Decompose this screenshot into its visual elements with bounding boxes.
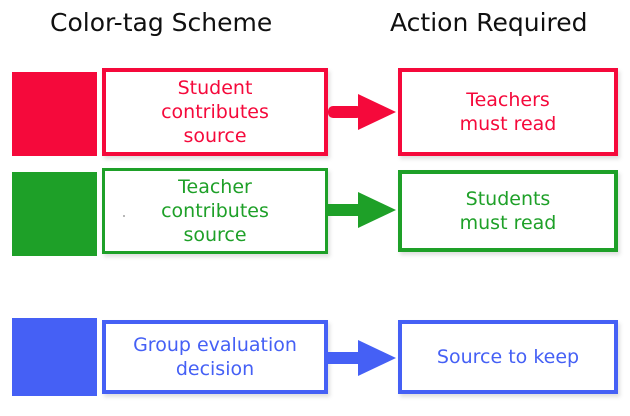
green-color-swatch — [12, 172, 97, 256]
green-arrow-icon — [328, 190, 398, 230]
action-box-source-to-keep[interactable]: Source to keep — [398, 320, 618, 394]
page-title-color-tag-scheme: Color-tag Scheme — [50, 8, 273, 37]
action-box-label: Teachers must read — [459, 89, 557, 135]
scheme-row-blue: Group evaluation decision Source to keep — [0, 310, 630, 406]
action-box-label: Source to keep — [436, 346, 580, 368]
red-arrow-icon — [328, 92, 398, 132]
scheme-box-label: Group evaluation decision — [133, 334, 297, 380]
blue-arrow-icon — [328, 338, 398, 378]
action-box-teachers-must-read[interactable]: Teachers must read — [398, 68, 618, 156]
scheme-box-group-evaluation-decision[interactable]: Group evaluation decision — [102, 320, 328, 394]
scheme-box-student-contributes-source[interactable]: Student contributes source — [102, 68, 328, 156]
scheme-box-teacher-contributes-source[interactable]: Teacher contributes source — [102, 168, 328, 254]
red-color-swatch — [12, 72, 97, 156]
scheme-row-red: Student contributes source Teachers must… — [0, 64, 630, 160]
scheme-box-label: Teacher contributes source — [161, 176, 269, 246]
dust-speck — [123, 215, 125, 217]
scheme-row-green: Teacher contributes source Students must… — [0, 164, 630, 260]
scheme-box-label: Student contributes source — [161, 77, 269, 147]
page-title-action-required: Action Required — [390, 8, 588, 37]
action-box-label: Students must read — [459, 188, 557, 234]
action-box-students-must-read[interactable]: Students must read — [398, 170, 618, 252]
blue-color-swatch — [12, 318, 97, 396]
